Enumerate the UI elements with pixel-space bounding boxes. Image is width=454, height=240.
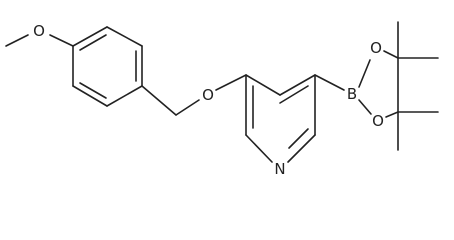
- bond-benzene-5: [72, 85, 108, 107]
- bond-benzene-1: [72, 26, 108, 47]
- bond-o-bottom-c: [385, 111, 399, 118]
- methoxy-oxygen-label: O: [33, 22, 45, 40]
- bond-pyridine-inner-3: [288, 128, 309, 149]
- bond-methoxy-o-ring: [49, 34, 74, 47]
- bond-b-o-top: [358, 59, 371, 88]
- bond-ch2-ether-o: [175, 99, 200, 116]
- molecule-structure: O O N B O O: [5, 21, 439, 178]
- bond-b-o-bottom: [358, 99, 372, 115]
- pyridine-ring: [245, 74, 316, 163]
- bond-methyl-methoxy-o: [5, 34, 29, 47]
- pyridine-nitrogen-label: N: [274, 160, 285, 178]
- boron-label: B: [347, 85, 357, 103]
- ether-oxygen-label: O: [202, 86, 214, 104]
- bond-benzene-inner-1: [79, 34, 107, 51]
- bond-benzene-inner-3: [79, 82, 107, 99]
- boronate-oxygen-top-label: O: [370, 39, 382, 57]
- bond-ring-ch2: [141, 85, 177, 116]
- bond-benzene-2: [106, 26, 143, 47]
- bond-pyridine-2: [279, 74, 316, 96]
- bond-pyridine-5: [245, 134, 273, 163]
- boronate-oxygen-bottom-label: O: [372, 112, 384, 130]
- benzene-ring: [72, 26, 143, 107]
- bond-ether-o-pyridine: [215, 74, 247, 91]
- bond-o-top-c: [383, 50, 399, 59]
- bond-pyridine-4: [287, 134, 316, 163]
- bond-benzene-4: [106, 85, 143, 107]
- bond-pyridine-boron: [314, 74, 345, 91]
- bond-pyridine-inner-1: [279, 85, 309, 104]
- dioxaborolane-ring: [358, 50, 399, 118]
- structure-canvas: O O N B O O: [5, 21, 439, 178]
- bond-pyridine-1: [245, 74, 281, 96]
